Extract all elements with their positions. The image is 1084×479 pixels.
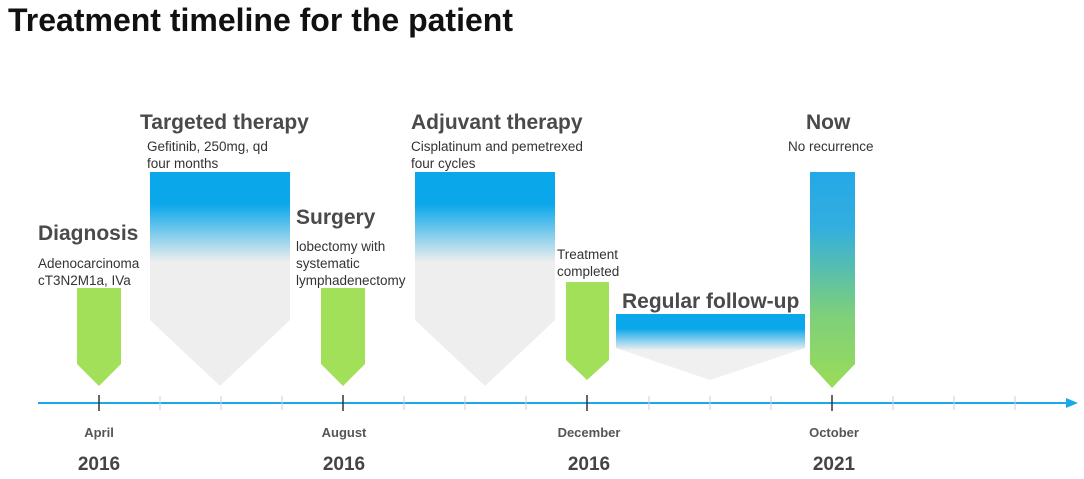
axis-year-2016-c: 2016 [567,454,611,475]
adjuvant-therapy-arrow [415,172,555,386]
treatment-completed-marker [566,282,609,380]
treatment-completed-line-1: Treatment [557,247,619,262]
now-marker [810,172,855,388]
diagnosis-marker [77,288,121,386]
axis-month-april: April [84,425,114,440]
major-ticks [98,395,833,411]
adjuvant-therapy-detail-2: four cycles [411,156,476,171]
axis-month-august: August [321,425,367,440]
diagnosis-heading: Diagnosis [38,222,139,245]
follow-up-heading: Regular follow-up [622,290,800,313]
surgery-detail-1: lobectomy with [296,239,386,254]
targeted-therapy-detail-1: Gefitinib, 250mg, qd [147,139,268,154]
surgery-detail-3: lymphadenectomy [296,273,406,288]
now-detail: No recurrence [788,139,874,154]
targeted-therapy-arrow [150,172,290,386]
adjuvant-therapy-detail-1: Cisplatinum and pemetrexed [411,139,583,154]
diagnosis-detail-1: Adenocarcinoma [38,256,140,271]
axis-month-october: October [809,425,859,440]
axis-arrowhead [1066,398,1078,408]
follow-up-arrow [616,314,805,380]
surgery-heading: Surgery [296,206,376,229]
diagnosis-detail-2: cT3N2M1a, IVa [38,273,131,288]
adjuvant-therapy-heading: Adjuvant therapy [411,111,583,134]
surgery-marker [321,288,365,386]
targeted-therapy-detail-2: four months [147,156,219,171]
now-heading: Now [806,111,851,134]
diagram-title: Treatment timeline for the patient [8,2,513,38]
axis-month-december: December [557,425,621,440]
treatment-completed-line-2: completed [557,264,620,279]
axis-year-2016-a: 2016 [77,454,121,475]
minor-ticks [159,396,1016,410]
targeted-therapy-heading: Targeted therapy [140,111,309,134]
surgery-detail-2: systematic [296,256,360,271]
axis-year-2016-b: 2016 [322,454,366,475]
axis-year-2021: 2021 [812,454,856,475]
